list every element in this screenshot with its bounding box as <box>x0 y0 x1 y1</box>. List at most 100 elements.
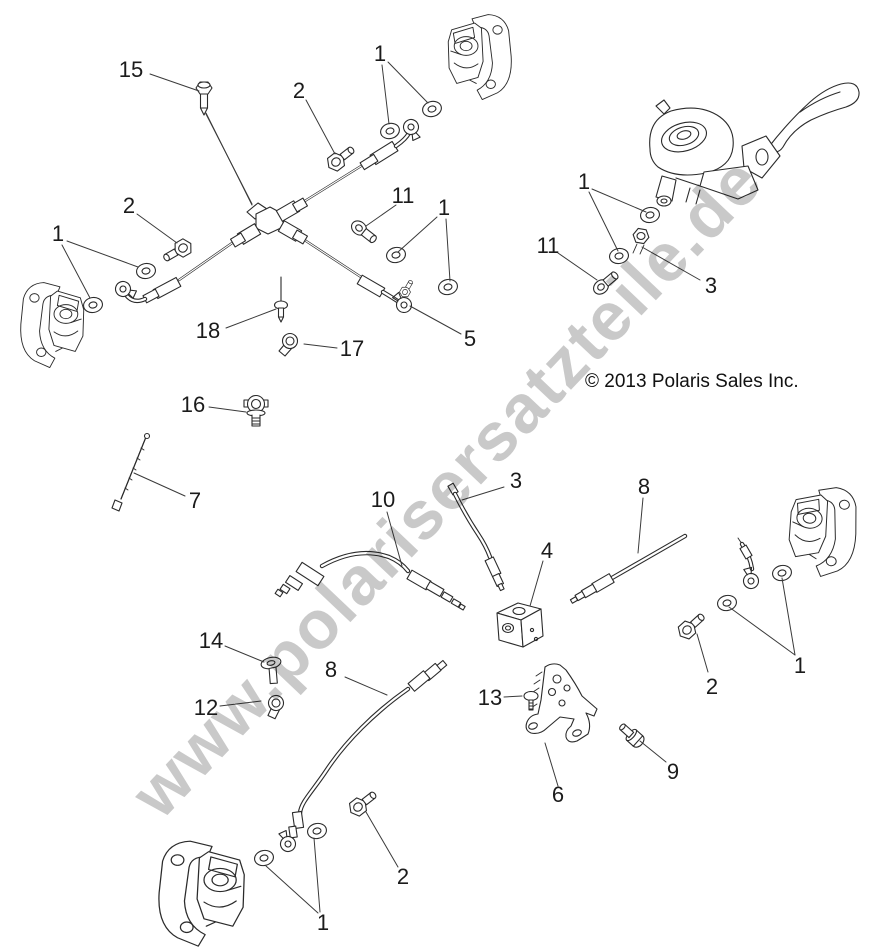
callout-11: 11 <box>536 233 560 258</box>
sealing-washer <box>638 205 662 225</box>
leader-line-1 <box>588 191 619 252</box>
leader-line-1 <box>66 240 139 268</box>
callout-8: 8 <box>637 474 651 499</box>
leader-line-1 <box>61 244 91 299</box>
leader-line-1 <box>781 577 796 656</box>
brake-hose-8-lower <box>288 659 448 839</box>
callout-1: 1 <box>793 653 807 678</box>
screw-14 <box>260 656 282 685</box>
leader-line-4 <box>529 560 544 607</box>
leader-line-14 <box>224 645 265 663</box>
callout-16: 16 <box>180 392 206 417</box>
callout-2: 2 <box>122 193 136 218</box>
leader-line-16 <box>208 406 247 413</box>
callout-9: 9 <box>666 759 680 784</box>
callout-4: 4 <box>540 538 554 563</box>
copyright-notice: © 2013 Polaris Sales Inc. <box>585 371 799 392</box>
leader-line-12 <box>219 700 262 707</box>
cylinder-body <box>699 165 759 200</box>
fitting-11 <box>348 217 380 247</box>
leader-line-6 <box>544 742 559 787</box>
callout-1: 1 <box>373 41 387 66</box>
callout-3: 3 <box>704 273 718 298</box>
nut-3 <box>632 227 650 255</box>
leader-line-5 <box>409 305 462 335</box>
brake-hose-3 <box>447 482 505 592</box>
leader-line-3 <box>461 486 505 501</box>
banjo-bolt-2 <box>159 236 196 267</box>
leader-line-7 <box>133 472 186 497</box>
callout-1: 1 <box>437 195 451 220</box>
mounting-bracket-6 <box>525 663 598 743</box>
leader-line-18 <box>225 308 277 329</box>
callout-3: 3 <box>509 468 523 493</box>
leader-line-11 <box>557 252 598 281</box>
callout-1: 1 <box>51 221 65 246</box>
reservoir-vent-screw <box>655 99 671 115</box>
brake-hose-upper-right <box>359 130 412 171</box>
pin-18 <box>273 276 289 323</box>
bolt-15 <box>195 81 213 116</box>
brake-hose-right-short <box>737 537 755 572</box>
leader-line-1 <box>381 64 390 125</box>
banjo-bolt-2 <box>345 786 381 820</box>
leader-line-9 <box>639 740 667 763</box>
leader-line-3 <box>641 246 701 281</box>
banjo-bolt-2 <box>323 141 359 175</box>
leader-line-1 <box>313 837 321 913</box>
leader-line-1 <box>387 61 429 104</box>
leader-line-17 <box>303 343 338 349</box>
tee-fitting <box>177 112 376 282</box>
sealing-washer <box>134 261 158 281</box>
banjo-bolt-2 <box>674 609 709 643</box>
callout-8: 8 <box>324 657 338 682</box>
leader-line-8 <box>344 676 388 696</box>
callout-7: 7 <box>188 488 202 513</box>
sealing-washer <box>715 593 739 613</box>
sealing-washer <box>305 821 329 841</box>
callout-17: 17 <box>339 336 365 361</box>
screw-16 <box>243 394 269 427</box>
sealing-washer <box>436 277 460 297</box>
banjo-bolt-small <box>397 278 416 300</box>
callout-14: 14 <box>198 628 224 653</box>
callout-1: 1 <box>316 910 330 935</box>
brake-hose-10 <box>274 550 466 611</box>
leader-line-1 <box>591 188 647 213</box>
master-cylinder-assembly <box>649 82 860 207</box>
hose-clamp-17 <box>278 332 299 357</box>
callout-15: 15 <box>118 57 144 82</box>
callout-leader-lines <box>61 61 796 914</box>
callout-1: 1 <box>577 169 591 194</box>
brake-hose-8-upper <box>569 533 688 604</box>
leader-line-1 <box>728 606 796 656</box>
leader-line-11 <box>365 204 397 227</box>
sealing-washer <box>420 98 444 120</box>
callout-18: 18 <box>195 318 221 343</box>
sealing-washer <box>81 295 105 315</box>
brake-lever <box>767 82 860 153</box>
callout-2: 2 <box>292 78 306 103</box>
bolt-9 <box>619 723 645 748</box>
leader-line-2 <box>696 633 709 673</box>
leader-line-1 <box>397 216 438 253</box>
brake-caliper-bottom-left <box>158 840 245 947</box>
leader-line-2 <box>305 99 336 155</box>
fitting-11 <box>590 268 622 298</box>
brake-caliper-left <box>20 282 85 369</box>
brake-caliper-bottom-right <box>784 482 862 581</box>
callout-2: 2 <box>396 864 410 889</box>
rod-7 <box>111 432 151 512</box>
banjo-fitting <box>112 278 139 302</box>
leader-line-2 <box>365 811 399 868</box>
sealing-washer <box>252 848 276 868</box>
callout-12: 12 <box>193 695 219 720</box>
callout-11: 11 <box>391 183 415 208</box>
callout-5: 5 <box>463 326 477 351</box>
leader-line-15 <box>205 113 253 205</box>
junction-block-4 <box>496 602 544 648</box>
leader-line-1 <box>445 218 451 282</box>
callout-10: 10 <box>370 487 396 512</box>
leader-line-1 <box>265 865 319 914</box>
sealing-washer <box>607 246 631 266</box>
